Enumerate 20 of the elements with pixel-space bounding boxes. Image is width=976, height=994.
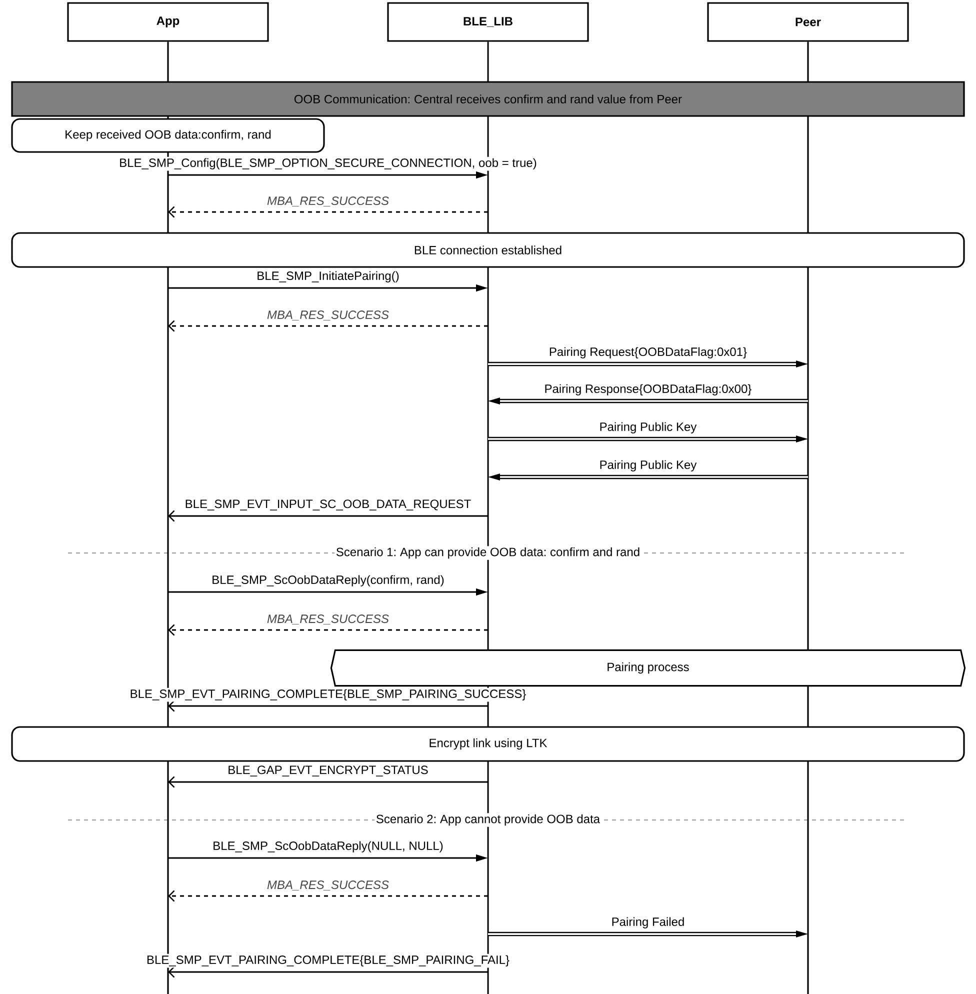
edge-label: BLE_SMP_EVT_PAIRING_COMPLETE{BLE_SMP_PAIRING_FAIL} [145,954,511,968]
edge-label: BLE_SMP_Config(BLE_SMP_OPTION_SECURE_CONNECTION, oob = true) [118,156,538,171]
arrow [168,966,488,978]
divider-label: Scenario 1: App can provide OOB data: confirm and rand [334,546,642,560]
arrow [168,510,488,522]
arrow [168,624,488,636]
arrow [168,206,488,218]
edge-label: Pairing Failed [610,916,686,930]
arrow [168,320,488,332]
edge-label: BLE_SMP_EVT_PAIRING_COMPLETE{BLE_SMP_PAIRING_SUCCESS} [128,688,528,702]
section-band: OOB Communication: Central receives confirm and rand value from Peer [11,81,965,117]
note-box: Keep received OOB data:confirm, rand [11,118,325,153]
note-box: BLE connection established [11,232,965,268]
arrow [168,890,488,902]
arrow [168,700,488,712]
edge-label: Pairing Public Key [598,458,698,473]
edge-label: Pairing Public Key [598,420,698,435]
note-box: Encrypt link using LTK [11,726,965,762]
divider-label: Scenario 2: App cannot provide OOB data [374,813,602,827]
arrow [168,776,488,788]
